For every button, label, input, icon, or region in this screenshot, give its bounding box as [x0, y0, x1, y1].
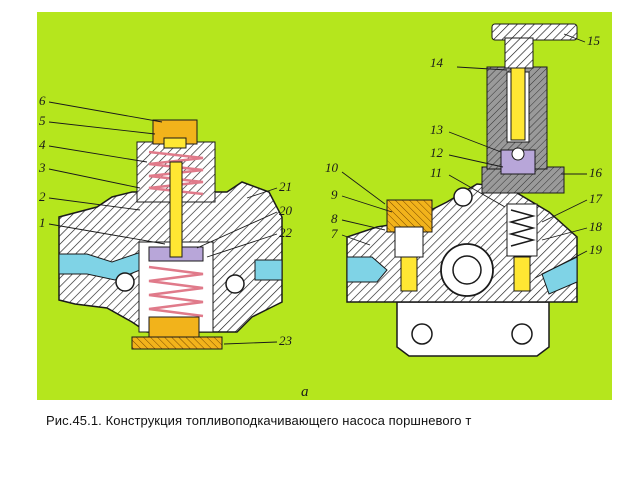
figure-caption: Рис.45.1. Конструкция топливоподкачивающ… — [46, 413, 472, 428]
side-hole — [453, 187, 473, 207]
right-valve-spring — [508, 209, 536, 247]
callout-20: 20 — [279, 203, 293, 218]
leader-lines — [48, 33, 588, 345]
pump-rod — [169, 161, 183, 258]
callout-11: 11 — [430, 165, 442, 180]
primer-knob — [491, 23, 578, 41]
piston-spring — [148, 265, 204, 318]
callout-2: 2 — [39, 189, 46, 204]
primer-knob-neck — [504, 37, 534, 69]
diagram-panel: 1 2 3 4 5 6 7 8 9 10 11 12 13 14 15 16 1… — [37, 12, 612, 400]
callout-labels: 1 2 3 4 5 6 7 8 9 10 11 12 13 14 15 16 1… — [38, 33, 603, 400]
primer-ball — [511, 147, 525, 161]
bolt-hole-right — [225, 274, 245, 294]
inlet-channel-right — [346, 256, 388, 283]
callout-12: 12 — [430, 145, 444, 160]
outlet-channel-left — [254, 259, 283, 281]
right-valve-body — [506, 203, 538, 257]
callout-16: 16 — [589, 165, 603, 180]
callout-5: 5 — [39, 113, 46, 128]
bolt-hole-left — [115, 272, 135, 292]
sub-label: а — [301, 384, 309, 400]
callout-14: 14 — [430, 55, 444, 70]
left-valve-body — [394, 226, 424, 258]
callout-17: 17 — [589, 191, 603, 206]
callout-19: 19 — [589, 242, 603, 257]
callout-4: 4 — [39, 137, 46, 152]
callout-7: 7 — [331, 226, 338, 241]
callout-1: 1 — [39, 215, 46, 230]
bottom-plug — [148, 316, 200, 340]
right-section-view — [346, 23, 578, 357]
flange-hole-right — [511, 323, 533, 345]
callout-21: 21 — [279, 179, 292, 194]
callout-15: 15 — [587, 33, 601, 48]
callout-3: 3 — [38, 160, 46, 175]
callout-10: 10 — [325, 160, 339, 175]
top-cap-bush — [163, 137, 187, 149]
flange-hole-left — [411, 323, 433, 345]
left-section-view — [58, 119, 283, 350]
right-valve-stem — [513, 256, 531, 292]
callout-8: 8 — [331, 211, 338, 226]
left-valve-stem — [400, 256, 418, 292]
callout-22: 22 — [279, 225, 293, 240]
bottom-plug-nut — [131, 336, 223, 350]
callout-18: 18 — [589, 219, 603, 234]
callout-23: 23 — [279, 333, 293, 348]
central-boss-inner — [452, 255, 482, 285]
callout-9: 9 — [331, 187, 338, 202]
callout-6: 6 — [39, 93, 46, 108]
callout-13: 13 — [430, 122, 444, 137]
pump-cross-section: 1 2 3 4 5 6 7 8 9 10 11 12 13 14 15 16 1… — [37, 12, 612, 400]
